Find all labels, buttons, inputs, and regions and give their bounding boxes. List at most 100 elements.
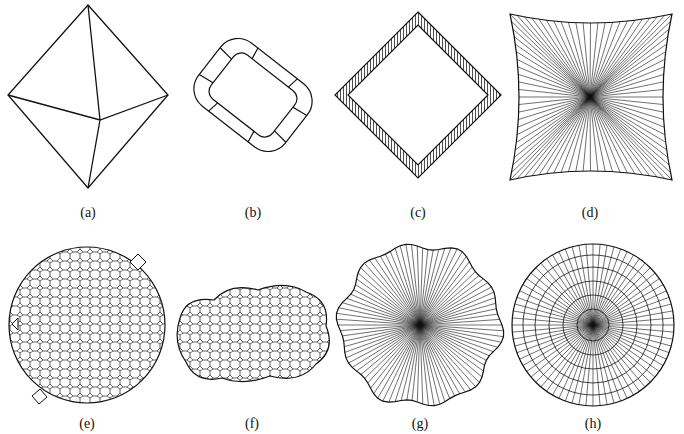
fiber-line (512, 325, 593, 332)
fiber-line (338, 325, 420, 326)
fiber-line (593, 311, 673, 325)
fiber-line (510, 97, 590, 180)
fiber-line (586, 244, 593, 325)
fiber-line (420, 325, 471, 390)
fiber-line (515, 97, 590, 150)
fiber-line (390, 251, 420, 325)
fiber-line (516, 97, 590, 142)
rounded-crystal (185, 30, 321, 161)
fiber-line (420, 325, 423, 404)
fiber-line (406, 244, 420, 325)
fiber-line (590, 97, 657, 177)
fiber-line (519, 97, 590, 105)
fiber-line (593, 325, 607, 405)
fiber-line (590, 52, 666, 97)
polycrystalline-aggregate (177, 285, 329, 381)
fiber-line (539, 19, 590, 97)
fiber-line (590, 97, 620, 172)
fiber-line (420, 319, 500, 325)
fiber-line (420, 325, 440, 404)
fiber-line (517, 97, 590, 135)
fiber-line (590, 22, 670, 98)
fiber-line (590, 67, 664, 97)
fiber-line (590, 14, 672, 97)
fiber-line (590, 97, 665, 178)
fiber-line (520, 325, 593, 359)
fiber-line (420, 325, 429, 406)
growth-ring (523, 255, 663, 395)
radial-concentric-ball (512, 244, 674, 406)
fiber-line (553, 325, 594, 395)
fiber-line (593, 252, 627, 325)
fiber-line (420, 267, 472, 325)
figure-label: (g) (412, 417, 428, 431)
fiber-line (513, 97, 590, 165)
figure-label: (c) (410, 206, 426, 220)
fiber-line (590, 23, 592, 97)
fiber-line (420, 325, 480, 383)
fiber-line (593, 244, 594, 325)
fiber-line (590, 97, 635, 174)
hollow-crystal (335, 12, 501, 178)
fiber-line (512, 97, 590, 173)
polycrystalline-ball (9, 247, 165, 404)
figure-label: (d) (582, 206, 598, 220)
fiber-line (518, 97, 590, 127)
fiber-line (364, 263, 420, 325)
fiber-line (517, 97, 590, 178)
fiber-line (514, 97, 590, 157)
fiber-line (358, 273, 420, 325)
growth-ring (549, 281, 637, 369)
octahedron (8, 5, 168, 188)
fiber-line (593, 325, 627, 398)
fiber-line (593, 325, 645, 387)
growth-ring (563, 295, 623, 355)
fiber-line (590, 97, 592, 171)
fiber-line (559, 325, 593, 398)
fiber-line (400, 246, 420, 325)
fiber-line (420, 325, 434, 406)
fiber-line (593, 325, 621, 401)
fiber-line (590, 97, 667, 150)
fiber-line (590, 97, 663, 98)
fiber-line (593, 279, 659, 326)
fiber-line (593, 325, 594, 406)
fiber-line (583, 23, 590, 97)
ball-outline (336, 244, 503, 405)
fibrous-cuboid (510, 14, 672, 180)
fiber-line (593, 325, 663, 366)
fiber-line (420, 325, 450, 399)
fiber-line (368, 325, 420, 383)
fiber-line (520, 291, 593, 325)
fiber-line (593, 255, 634, 325)
fiber-line (342, 325, 420, 336)
fiber-line (523, 285, 593, 326)
fiber-line (420, 325, 455, 396)
fiber-line (593, 291, 666, 325)
fiber-line (590, 97, 672, 180)
fiber-line (412, 245, 421, 326)
fiber-line (593, 273, 655, 325)
fiber-line (527, 325, 593, 372)
figure-label: (e) (79, 417, 95, 431)
fiber-line (593, 325, 600, 406)
fiber-line (420, 325, 482, 377)
fiber-line (559, 252, 593, 325)
fiber-line (361, 268, 421, 326)
fiber-line (593, 318, 674, 325)
fiber-line (576, 23, 590, 97)
fiber-line (593, 325, 640, 391)
fiber-line (590, 59, 665, 97)
growth-ring (512, 244, 674, 406)
fiber-line (565, 249, 593, 325)
fiber-line (420, 303, 496, 325)
figure-label: (a) (80, 206, 96, 220)
figure-label: (b) (245, 206, 261, 220)
fiber-line (515, 44, 590, 97)
fiber-line (518, 97, 590, 120)
fiber-line (371, 325, 420, 388)
fiber-line (593, 297, 669, 325)
fiber-line (349, 325, 421, 363)
fiber-line (420, 325, 502, 326)
